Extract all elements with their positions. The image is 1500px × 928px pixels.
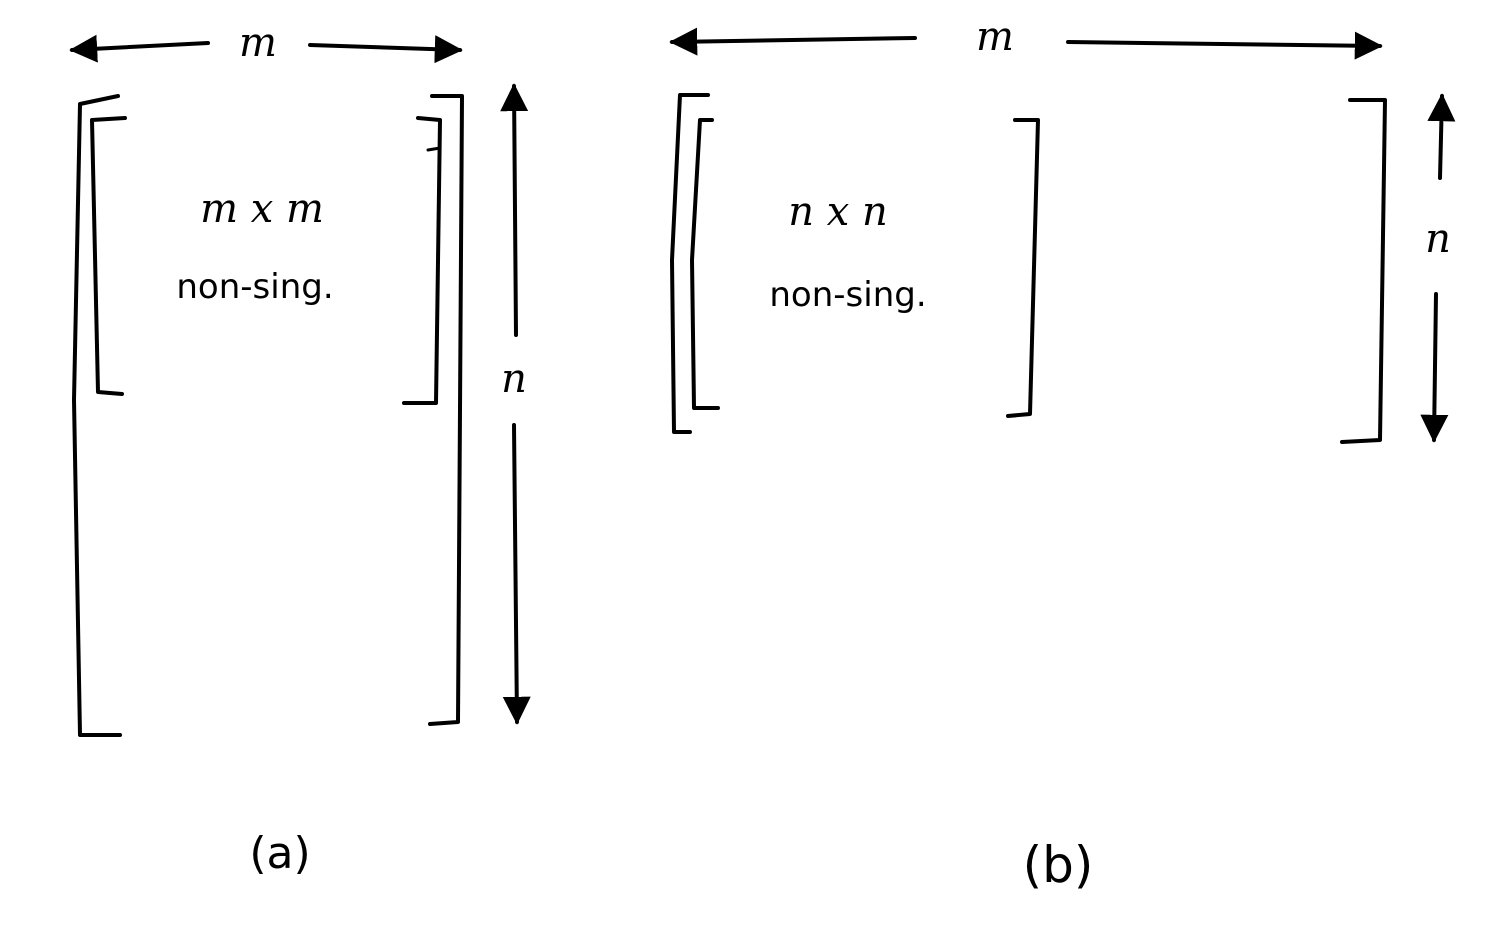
panel-a-width-label: m xyxy=(239,20,277,66)
panel-b-block-property-label: non-sing. xyxy=(769,275,926,315)
panel-b-width-arrow xyxy=(669,27,1383,60)
panel-a-inner-block xyxy=(90,116,442,405)
panel-b-width-label: m xyxy=(976,14,1014,60)
panel-b-outer-matrix xyxy=(670,93,1387,444)
panel-a-block-size-label: m x m xyxy=(200,186,324,232)
panel-a-height-label: n xyxy=(501,356,527,402)
panel-b-inner-block xyxy=(690,118,1040,418)
panel-a: m m x m non-sing. n (a) xyxy=(69,20,531,879)
panel-a-outer-matrix xyxy=(72,94,464,737)
panel-b-block-size-label: n x n xyxy=(788,189,888,235)
panel-a-width-arrow xyxy=(69,34,463,64)
panel-b-height-label: n xyxy=(1425,216,1451,262)
panel-a-block-property-label: non-sing. xyxy=(176,267,333,307)
panel-b-caption: (b) xyxy=(1023,836,1094,894)
panel-a-caption: (a) xyxy=(249,828,310,879)
panel-b: m n x n non-sing. n (b) xyxy=(669,14,1456,894)
panel-b-height-arrow xyxy=(1420,93,1456,443)
panel-a-height-arrow xyxy=(500,83,531,725)
